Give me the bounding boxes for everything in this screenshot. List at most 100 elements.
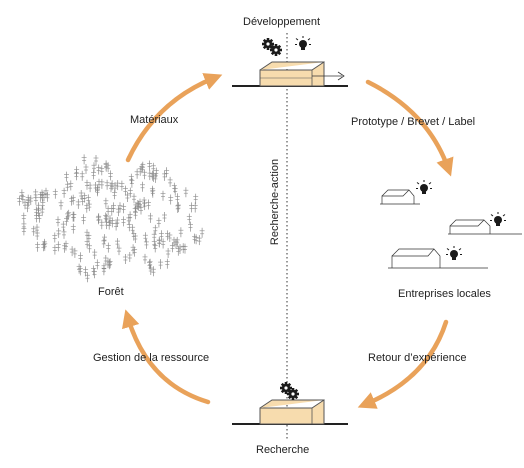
tree-mark: [126, 251, 133, 263]
tree-mark: [119, 180, 125, 191]
tree-mark: [16, 195, 23, 206]
tree-mark: [95, 212, 102, 224]
tree-mark: [52, 188, 59, 200]
tree-mark: [141, 196, 147, 208]
tree-mark: [171, 182, 178, 194]
tree-mark: [104, 179, 110, 191]
tree-mark: [188, 202, 195, 213]
tree-mark: [58, 199, 64, 211]
arrow-prototype: [365, 79, 454, 177]
tree-mark: [83, 163, 89, 175]
tree-mark: [91, 267, 98, 279]
tree-mark: [127, 211, 133, 222]
tree-mark: [90, 169, 97, 180]
tree-mark: [70, 223, 77, 234]
lightbulb-icon: [489, 211, 507, 227]
tree-mark: [112, 181, 118, 193]
entreprise-house-3: [388, 248, 488, 269]
tree-mark: [165, 247, 171, 259]
gears-icon: [262, 38, 282, 56]
tree-mark: [91, 248, 98, 260]
tree-mark: [94, 259, 101, 270]
tree-mark: [167, 194, 174, 205]
tree-mark: [146, 160, 153, 171]
tree-mark: [55, 227, 62, 239]
tree-mark: [107, 170, 114, 181]
tree-mark: [164, 230, 171, 241]
lightbulb-icon: [445, 245, 463, 261]
tree-mark: [108, 181, 114, 193]
tree-mark: [41, 240, 48, 252]
tree-mark: [132, 208, 139, 220]
tree-mark: [101, 233, 108, 245]
tree-mark: [139, 181, 146, 193]
tree-mark: [111, 188, 118, 200]
lightbulb-icon: [294, 35, 312, 51]
tree-mark: [80, 213, 87, 225]
gears-icon: [280, 382, 299, 400]
arrow-retour: [357, 319, 449, 409]
tree-mark: [39, 199, 46, 210]
tree-mark: [129, 223, 136, 235]
tree-mark: [67, 180, 74, 191]
tree-mark: [147, 212, 154, 224]
tree-mark: [27, 194, 34, 206]
label-recherche: Recherche: [256, 444, 310, 456]
tree-mark: [114, 216, 121, 228]
tree-mark: [142, 253, 148, 265]
tree-mark: [157, 258, 164, 270]
tree-mark: [102, 212, 109, 223]
tree-mark: [73, 169, 80, 181]
tree-mark: [34, 229, 41, 241]
label-materiaux: Matériaux: [130, 114, 179, 126]
label-foret: Forêt: [98, 286, 124, 298]
label-developpement: Développement: [243, 16, 321, 28]
label-gestion: Gestion de la ressource: [93, 352, 210, 364]
tree-mark: [70, 211, 76, 222]
tree-mark: [99, 178, 105, 190]
tree-mark: [174, 192, 181, 204]
tree-mark: [187, 221, 194, 232]
tree-mark: [65, 209, 72, 221]
tree-mark: [55, 240, 62, 252]
tree-mark: [103, 197, 109, 209]
tree-mark: [61, 187, 67, 199]
tree-mark: [86, 200, 93, 212]
tree-mark: [145, 199, 152, 210]
tree-mark: [40, 240, 47, 252]
forest-illustration: [16, 154, 205, 283]
tree-mark: [175, 201, 182, 213]
tree-mark: [77, 251, 84, 263]
tree-mark: [21, 220, 27, 232]
tree-mark: [141, 199, 148, 211]
developpement-house: [232, 61, 348, 87]
lightbulb-icon: [415, 179, 433, 195]
tree-mark: [172, 185, 179, 196]
label-recherche-action: Recherche-action: [269, 158, 281, 246]
tree-mark: [39, 205, 46, 217]
label-retour: Retour d’expérience: [368, 352, 467, 364]
tree-mark: [113, 220, 119, 231]
tree-mark: [100, 237, 107, 249]
tree-mark: [152, 224, 159, 236]
tree-mark: [36, 212, 43, 223]
tree-mark: [101, 264, 107, 276]
entreprise-house-1: [380, 189, 420, 205]
tree-mark: [79, 170, 86, 182]
tree-mark: [199, 227, 205, 239]
tree-mark: [164, 258, 171, 270]
tree-mark: [60, 220, 67, 232]
tree-mark: [90, 265, 97, 276]
tree-mark: [183, 186, 189, 198]
tree-mark: [167, 176, 173, 188]
tree-mark: [147, 258, 153, 270]
tree-mark: [95, 164, 102, 175]
tree-mark: [105, 242, 112, 253]
tree-mark: [131, 192, 137, 204]
tree-mark: [147, 264, 154, 276]
tree-mark: [33, 194, 39, 206]
tree-mark: [186, 213, 193, 224]
tree-mark: [98, 218, 105, 230]
tree-mark: [149, 187, 156, 199]
